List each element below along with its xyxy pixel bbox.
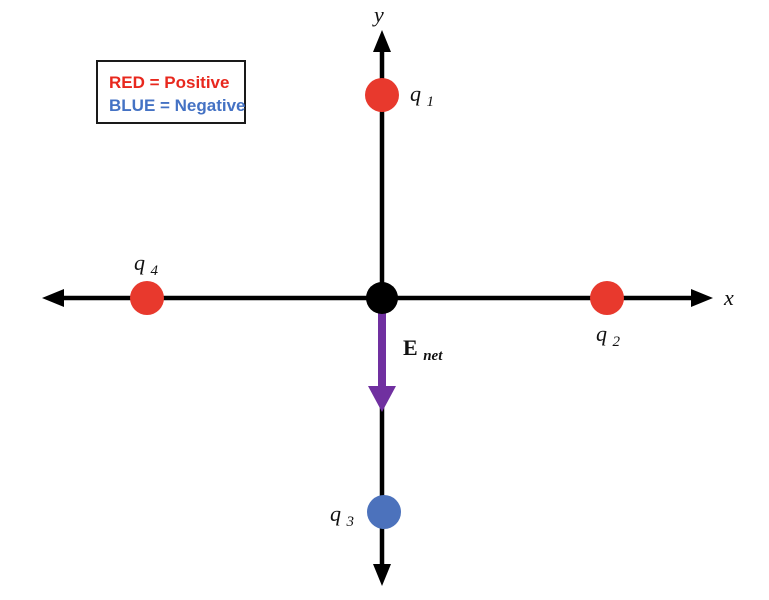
charge-q4-label-sub: 4 [151, 263, 159, 279]
charge-q1-label: q 1 [410, 81, 434, 110]
charge-q4-label-base: q [134, 250, 145, 275]
net-field-label-sub: net [423, 348, 443, 364]
charge-q3-label: q 3 [330, 501, 354, 530]
charge-q2-dot [590, 281, 624, 315]
charge-q2-label-base: q [596, 321, 607, 346]
x-axis-label: x [723, 285, 734, 310]
legend-line-negative: BLUE = Negative [109, 96, 246, 115]
x-axis-right-arrowhead-icon [691, 289, 713, 307]
charge-q1-dot [365, 78, 399, 112]
charge-q4-label: q 4 [134, 250, 159, 279]
y-axis-bottom-arrowhead-icon [373, 564, 391, 586]
net-field-label: E net [403, 335, 443, 364]
net-field-arrow-shaft [378, 306, 386, 390]
charge-q3-label-base: q [330, 501, 341, 526]
charge-q2-label: q 2 [596, 321, 621, 350]
y-axis-top-arrowhead-icon [373, 30, 391, 52]
net-field-label-base: E [403, 335, 418, 360]
net-field-arrowhead-icon [368, 386, 396, 412]
charge-q3-label-sub: 3 [346, 514, 355, 530]
charge-q1-label-base: q [410, 81, 421, 106]
charge-q3-dot [367, 495, 401, 529]
legend-line-positive: RED = Positive [109, 73, 229, 92]
legend-box: RED = Positive BLUE = Negative [96, 60, 246, 124]
legend-border [96, 60, 246, 124]
charge-q2: q 2 [590, 281, 624, 350]
charge-q2-label-sub: 2 [613, 334, 621, 350]
charge-q1-label-sub: 1 [427, 94, 435, 110]
y-axis-label: y [372, 2, 384, 27]
net-field-arrow: E net [368, 306, 443, 412]
x-axis-left-arrowhead-icon [42, 289, 64, 307]
charge-q3: q 3 [330, 495, 401, 530]
charge-q4: q 4 [130, 250, 164, 315]
origin-dot [366, 282, 398, 314]
charge-q1: q 1 [365, 78, 434, 112]
charge-q4-dot [130, 281, 164, 315]
